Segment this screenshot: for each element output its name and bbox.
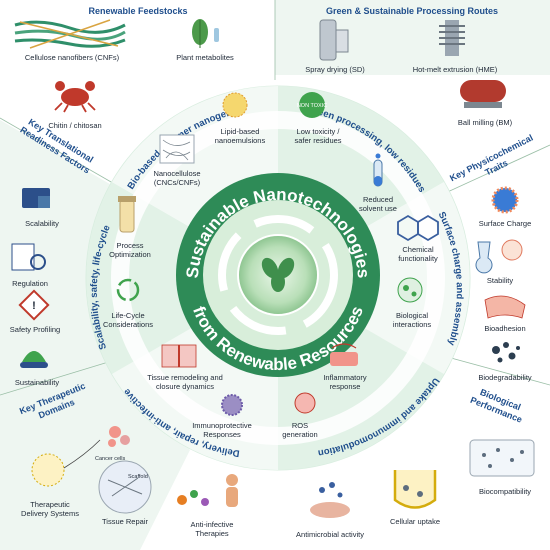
warning-icon: ! — [18, 289, 50, 321]
tissue-icon — [161, 344, 197, 368]
stability-icon — [475, 239, 523, 274]
bioadhesion-icon — [484, 295, 526, 319]
scalability-icon — [22, 188, 50, 208]
label-tissue-repair: Tissue Repair — [102, 517, 148, 526]
label-lipid-2: nanoemulsions — [215, 136, 266, 145]
label-ros-2: generation — [282, 430, 317, 439]
divider — [0, 117, 126, 191]
label-scaffold: Scaffold — [128, 474, 148, 480]
header-renewable-feedstocks: Renewable Feedstocks — [88, 6, 187, 16]
antimicrobial-icon — [310, 482, 350, 518]
label-process-opt-2: Optimization — [109, 250, 151, 259]
header-green-processing: Green & Sustainable Processing Routes — [326, 6, 498, 16]
cnf-icon — [14, 19, 126, 49]
nanocellulose-icon — [159, 134, 195, 164]
label-anti-infective-1: Anti-infective — [191, 520, 234, 529]
label-low-toxicity-1: Low toxicity / — [297, 127, 341, 136]
label-chem-func-2: functionality — [398, 254, 438, 263]
label-spray-drying: Spray drying (SD) — [305, 65, 365, 74]
label-cellular-uptake: Cellular uptake — [390, 517, 440, 526]
label-reduced-solvent-2: solvent use — [359, 204, 397, 213]
ros-icon — [294, 392, 316, 414]
label-chitin: Chitin / chitosan — [48, 121, 101, 130]
label-process-opt-1: Process — [116, 241, 143, 250]
label-cancer-cells: Cancer cells — [95, 456, 126, 462]
lipid-nanoemulsion-icon — [222, 92, 248, 118]
ring-band — [111, 111, 445, 445]
vial-icon — [118, 196, 136, 233]
spray-dryer-icon — [319, 19, 349, 61]
label-plant-metabolites: Plant metabolites — [176, 53, 234, 62]
label-bioadhesion: Bioadhesion — [484, 324, 525, 333]
plant-icon — [261, 257, 295, 292]
label-immunoprotective-2: Responses — [203, 430, 241, 439]
label-regulation: Regulation — [12, 279, 48, 288]
divider — [429, 144, 550, 201]
label-biodegradability: Biodegradability — [478, 373, 532, 382]
label-inflammatory-2: response — [330, 382, 361, 391]
label-life-cycle-1: Life-Cycle — [111, 311, 144, 320]
divider — [0, 359, 116, 396]
test-tube-icon — [373, 153, 383, 187]
leaf-icon — [192, 19, 219, 48]
label-therapeutic-delivery-1: Therapeutic — [30, 500, 70, 509]
label-hme: Hot-melt extrusion (HME) — [413, 65, 498, 74]
label-cnf: Cellulose nanofibers (CNFs) — [25, 53, 120, 62]
cycle-arrows — [218, 215, 338, 335]
label-lipid-1: Lipid-based — [221, 127, 260, 136]
non-toxic-badge: NON TOXIC — [297, 103, 327, 109]
crab-icon — [54, 81, 96, 113]
label-bio-interactions-1: Biological — [396, 311, 428, 320]
label-tissue-remodeling-2: closure dynamics — [156, 382, 214, 391]
label-nanocellulose-1: Nanocellulose — [153, 169, 200, 178]
regulation-icon — [11, 243, 46, 271]
molecule-icon — [397, 214, 439, 242]
extruder-icon — [439, 20, 465, 56]
svg-text:!: ! — [32, 300, 36, 312]
biocompatibility-icon — [469, 439, 535, 477]
label-ball-milling: Ball milling (BM) — [458, 118, 513, 127]
label-antimicrobial: Antimicrobial activity — [296, 530, 364, 539]
panel-physicochemical-bg — [440, 145, 550, 385]
immune-cell-icon — [221, 394, 243, 416]
cancer-cells-icon — [108, 426, 130, 447]
label-anti-infective-2: Therapies — [195, 529, 229, 538]
surface-charge-icon — [491, 186, 519, 214]
anti-infective-icon — [177, 474, 238, 507]
label-sustainability: Sustainability — [15, 378, 59, 387]
delivery-icon — [31, 439, 101, 487]
cellular-uptake-icon — [393, 470, 437, 509]
label-surface-charge: Surface Charge — [479, 219, 532, 228]
recycle-icon — [116, 278, 140, 302]
bio-interaction-icon — [397, 277, 423, 303]
label-biocompatibility: Biocompatibility — [479, 487, 531, 496]
label-reduced-solvent-1: Reduced — [363, 195, 393, 204]
label-bio-interactions-2: interactions — [393, 320, 432, 329]
label-immunoprotective-1: Immunoprotective — [192, 421, 252, 430]
label-stability: Stability — [487, 276, 514, 285]
label-tissue-remodeling-1: Tissue remodeling and — [147, 373, 223, 382]
label-life-cycle-2: Considerations — [103, 320, 153, 329]
sustainability-icon — [20, 351, 48, 368]
panel-feedstocks-bg — [0, 0, 275, 75]
inflammatory-icon — [330, 343, 358, 366]
label-low-toxicity-2: safer residues — [294, 136, 341, 145]
label-ros-1: ROS — [292, 421, 308, 430]
non-toxic-icon: NON TOXIC — [297, 92, 327, 118]
divider — [439, 354, 550, 386]
label-scalability: Scalability — [25, 219, 59, 228]
ball-mill-icon — [460, 80, 506, 108]
label-nanocellulose-2: (CNCs/CNFs) — [154, 178, 201, 187]
scaffold-icon — [98, 460, 152, 514]
label-safety-profiling: Safety Profiling — [10, 325, 60, 334]
label-chem-func-1: Chemical — [402, 245, 434, 254]
biodegradability-icon — [492, 342, 520, 363]
label-inflammatory-1: Inflammatory — [323, 373, 367, 382]
label-therapeutic-delivery-2: Delivery Systems — [21, 509, 79, 518]
